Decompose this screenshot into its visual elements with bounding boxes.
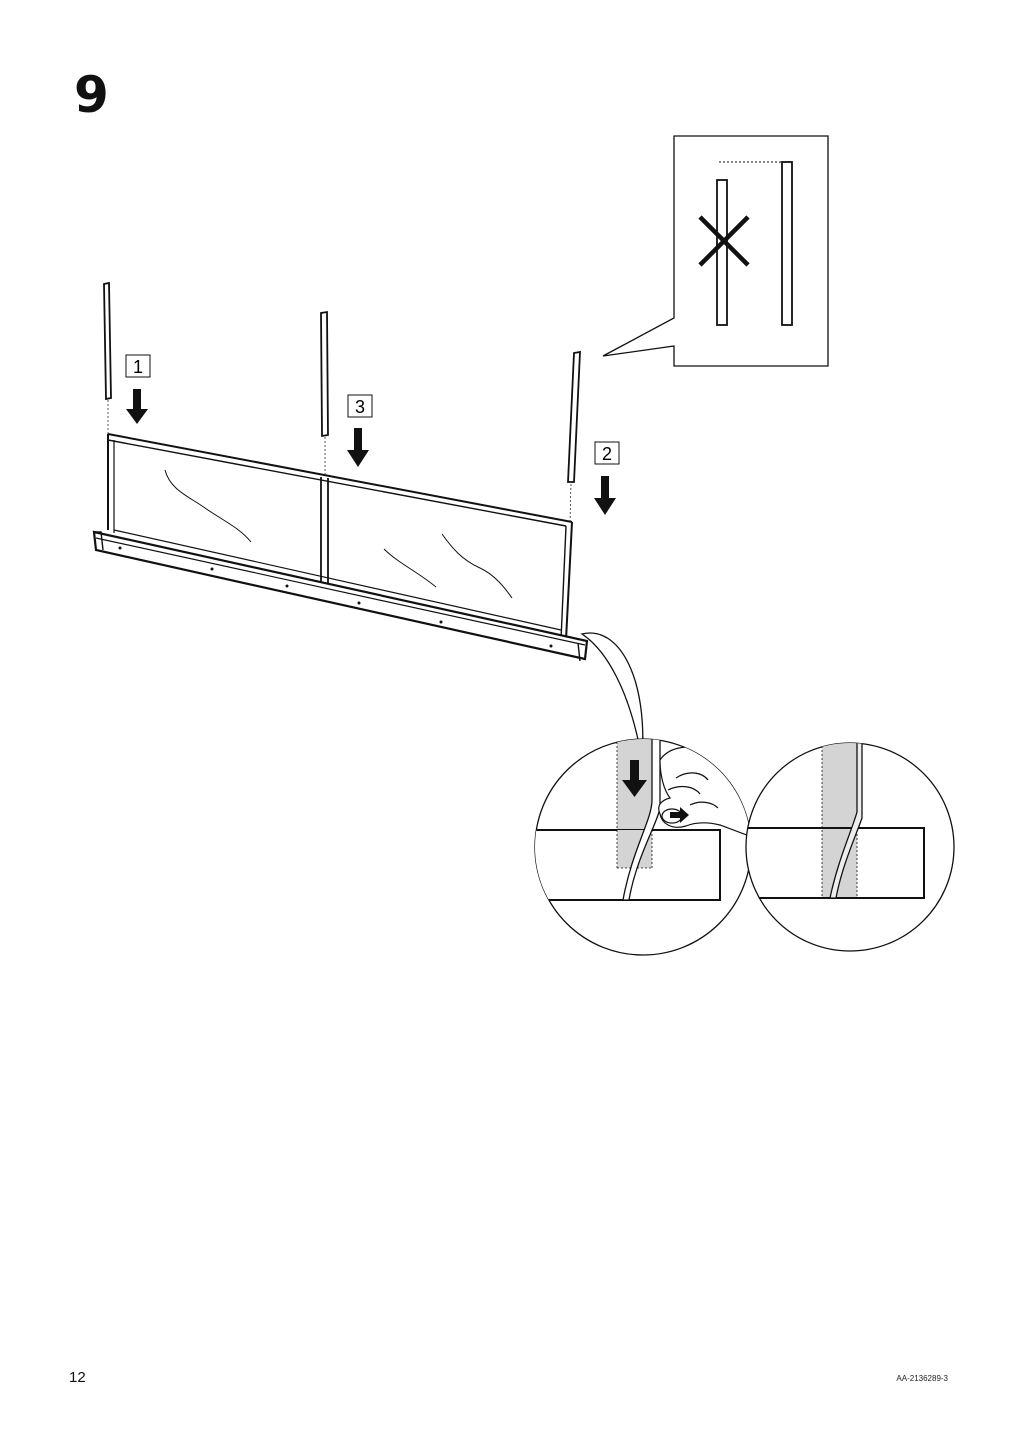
step-number: 9 (74, 66, 109, 124)
glass-panel (107, 433, 573, 641)
base-rail (92, 530, 589, 662)
assembly-illustration: 1 3 2 (92, 135, 955, 956)
svg-text:2: 2 (602, 444, 612, 464)
rod-middle (320, 310, 329, 476)
magnifier-circle-icon (534, 738, 752, 956)
order-label-3: 3 (347, 394, 373, 418)
cross-icon (698, 215, 750, 267)
document-code: AA-2136289-3 (896, 1374, 948, 1383)
magnifier-circle-icon (745, 742, 955, 952)
down-arrow-icon (126, 389, 148, 424)
rod-left (103, 281, 112, 434)
order-label-1: 1 (125, 354, 151, 378)
long-rod-correct (781, 161, 793, 326)
page-number: 12 (69, 1369, 86, 1386)
order-label-2: 2 (594, 441, 620, 465)
svg-text:1: 1 (133, 357, 143, 377)
detail-callout (602, 135, 829, 367)
rod-right (567, 350, 581, 523)
down-arrow-icon (594, 476, 616, 515)
down-arrow-icon (347, 428, 369, 467)
short-rod-incorrect (716, 179, 728, 326)
down-arrow-icon (622, 760, 647, 797)
svg-text:3: 3 (355, 397, 365, 417)
